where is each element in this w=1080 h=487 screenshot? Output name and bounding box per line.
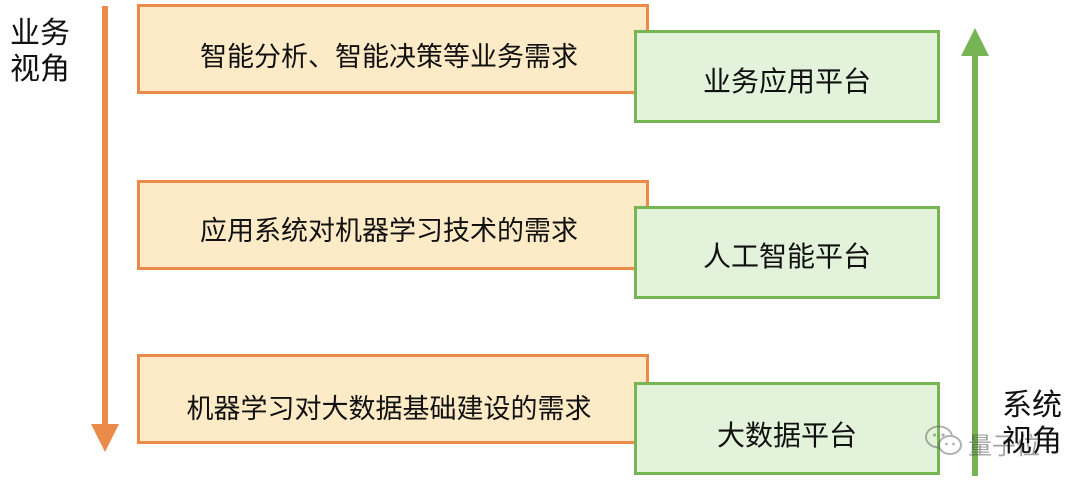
watermark-text: 量子位 <box>968 432 1040 460</box>
up-arrow <box>961 28 989 476</box>
requirement-text: 智能分析、智能决策等业务需求 <box>200 42 578 73</box>
requirement-box-bigdata: 机器学习对大数据基础建设的需求 <box>137 354 649 444</box>
platform-text: 大数据平台 <box>716 419 857 452</box>
requirement-box-ml: 应用系统对机器学习技术的需求 <box>137 180 649 270</box>
down-arrow <box>91 6 119 452</box>
platform-text: 业务应用平台 <box>702 65 871 98</box>
down-arrow-shaft <box>102 6 108 426</box>
platform-text: 人工智能平台 <box>702 240 871 273</box>
business-view-label: 业务 视角 <box>10 16 70 87</box>
requirement-text: 应用系统对机器学习技术的需求 <box>200 216 578 247</box>
requirement-text: 机器学习对大数据基础建设的需求 <box>186 394 592 425</box>
platform-box-business-app: 业务应用平台 <box>634 30 940 123</box>
requirement-box-business: 智能分析、智能决策等业务需求 <box>137 4 649 94</box>
down-arrow-head <box>91 424 119 452</box>
platform-box-bigdata: 大数据平台 <box>634 382 940 475</box>
wechat-icon <box>925 425 962 455</box>
platform-box-ai: 人工智能平台 <box>634 206 940 299</box>
system-view-label: 系统 视角 <box>1002 388 1062 459</box>
up-arrow-head <box>961 28 989 56</box>
up-arrow-shaft <box>972 54 978 476</box>
